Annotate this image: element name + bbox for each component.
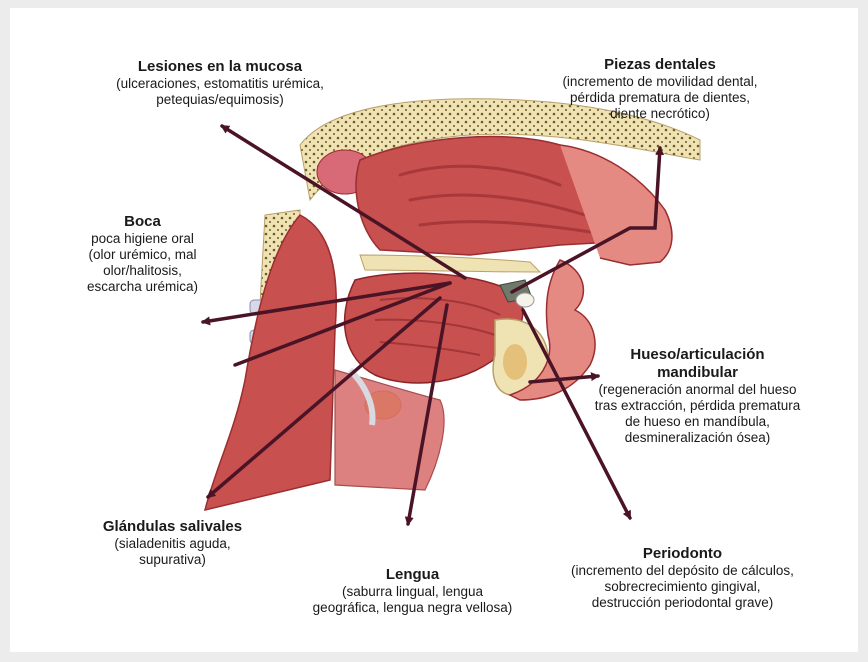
- label-boca-title: Boca: [55, 213, 230, 231]
- lower-tooth: [516, 293, 534, 307]
- label-mucosa: Lesiones en la mucosa (ulceraciones, est…: [70, 58, 370, 108]
- label-piezas: Piezas dentales (incremento de movilidad…: [520, 56, 800, 122]
- label-boca: Boca poca higiene oral (olor urémico, ma…: [55, 213, 230, 295]
- label-lengua: Lengua (saburra lingual, lengua geográfi…: [280, 566, 545, 616]
- label-periodonto-desc: (incremento del depósito de cálculos, so…: [530, 563, 835, 611]
- label-piezas-title: Piezas dentales: [520, 56, 800, 74]
- label-lengua-desc: (saburra lingual, lengua geográfica, len…: [280, 584, 545, 616]
- label-mucosa-desc: (ulceraciones, estomatitis urémica, pete…: [70, 76, 370, 108]
- label-glandulas-desc: (sialadenitis aguda, supurativa): [60, 536, 285, 568]
- label-periodonto: Periodonto (incremento del depósito de c…: [530, 545, 835, 611]
- mandible-marrow: [503, 344, 527, 380]
- label-piezas-desc: (incremento de movilidad dental, pérdida…: [520, 74, 800, 122]
- label-periodonto-title: Periodonto: [530, 545, 835, 563]
- label-glandulas-title: Glándulas salivales: [60, 518, 285, 536]
- label-hueso-title: Hueso/articulación mandibular: [565, 346, 830, 382]
- larynx: [335, 370, 444, 490]
- label-hueso-desc: (regeneración anormal del hueso tras ext…: [565, 382, 830, 446]
- label-hueso: Hueso/articulación mandibular (regenerac…: [565, 346, 830, 446]
- label-glandulas: Glándulas salivales (sialadenitis aguda,…: [60, 518, 285, 568]
- label-lengua-title: Lengua: [280, 566, 545, 584]
- label-boca-desc: poca higiene oral (olor urémico, mal olo…: [55, 231, 230, 295]
- label-mucosa-title: Lesiones en la mucosa: [70, 58, 370, 76]
